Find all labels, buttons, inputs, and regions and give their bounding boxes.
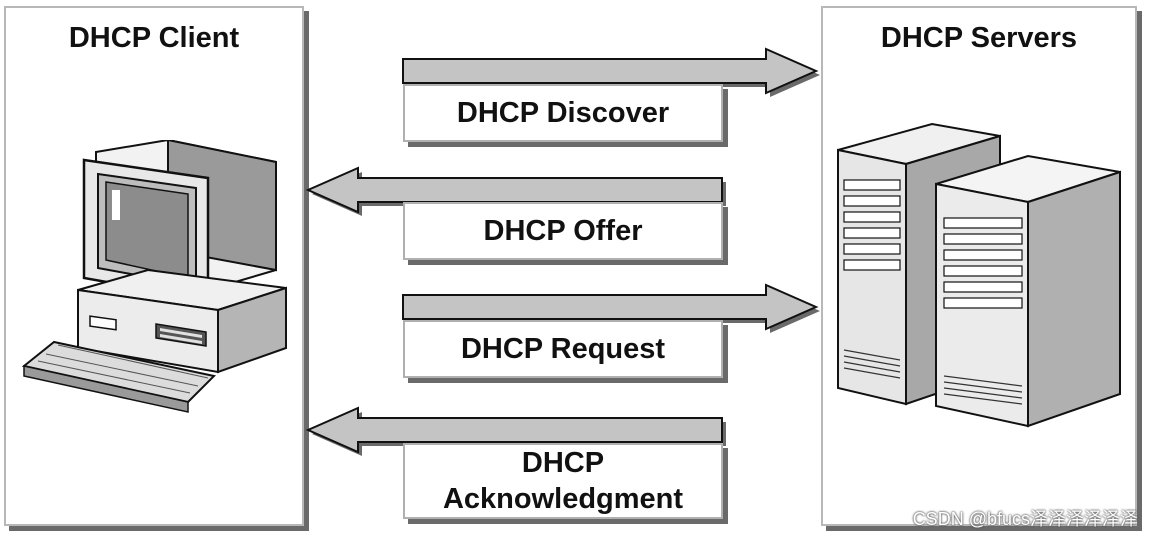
msg-label-discover: DHCP Discover xyxy=(403,84,723,142)
arrow-acknowledgment xyxy=(305,406,723,454)
msg-label-request: DHCP Request xyxy=(403,320,723,378)
arrow-request xyxy=(402,283,819,331)
server-tower-icon xyxy=(837,122,1121,428)
msg-label-offer: DHCP Offer xyxy=(403,202,723,260)
watermark: CSDN @bfucs泽泽泽泽泽泽 xyxy=(912,509,1138,529)
arrow-discover xyxy=(402,47,819,95)
server-title: DHCP Servers xyxy=(880,22,1078,54)
desktop-computer-icon xyxy=(21,140,287,413)
client-title: DHCP Client xyxy=(68,22,240,54)
msg-label-acknowledgment: DHCP Acknowledgment xyxy=(403,443,723,519)
